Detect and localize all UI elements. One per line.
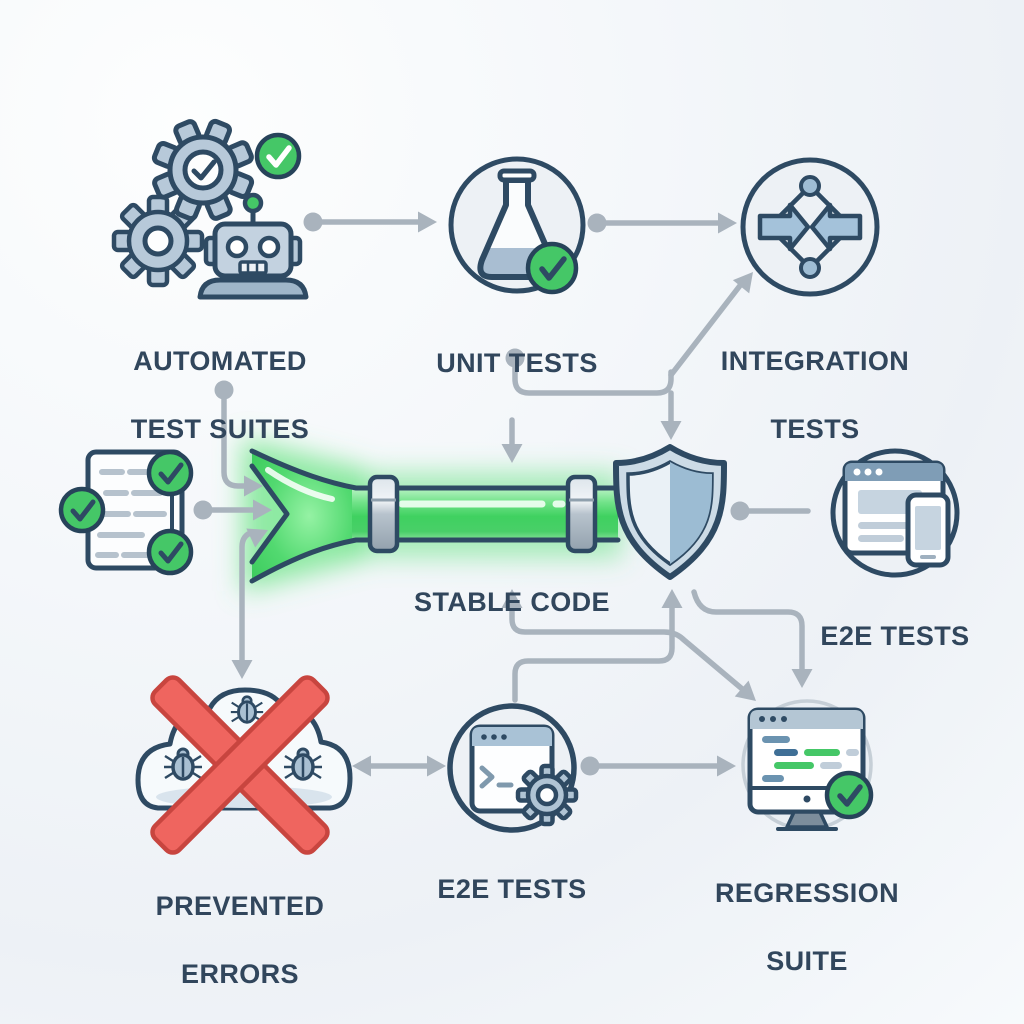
unit-tests-label: UNIT TESTS	[436, 348, 598, 378]
regression-suite-label: REGRESSION SUITE	[714, 878, 900, 976]
gear-icon	[515, 763, 579, 827]
bug-icon	[284, 747, 322, 781]
green-pipe-funnel-icon	[249, 448, 621, 584]
flask-check-icon	[448, 156, 586, 295]
merge-arrows-diamond-icon	[740, 157, 880, 297]
automated-label-line1: AUTOMATED	[133, 346, 307, 376]
gears-robot-check-icon	[111, 118, 309, 300]
e2e-tests-bottom-label: E2E TESTS	[437, 874, 587, 904]
bug-cloud-crossed-icon	[135, 675, 353, 855]
automated-test-suites-label: AUTOMATED TEST SUITES	[90, 310, 350, 480]
connector-arrowheads	[231, 211, 813, 777]
check-badge-icon	[146, 528, 194, 576]
check-badge-icon	[146, 449, 194, 497]
browser-mobile-icon	[830, 448, 960, 578]
document-checklist-icon	[58, 449, 194, 576]
pipe-clamp	[367, 474, 400, 554]
check-badge-icon	[525, 241, 579, 295]
red-x-icon	[150, 675, 330, 855]
connector-dots	[193, 212, 750, 776]
check-badge-icon	[824, 770, 874, 820]
gear-check-icon	[151, 118, 255, 222]
stable-code-label: STABLE CODE	[414, 587, 610, 617]
gear-icon	[111, 194, 205, 288]
integration-tests-label: INTEGRATION TESTS	[720, 346, 910, 444]
prevented-errors-label: PREVENTED ERRORS	[155, 891, 325, 989]
bug-icon	[230, 695, 264, 724]
automated-label-line2: TEST SUITES	[130, 414, 310, 444]
e2e-tests-right-label: E2E TESTS	[820, 621, 970, 651]
terminal-gear-icon	[447, 703, 579, 833]
check-badge-icon	[58, 486, 106, 534]
check-badge-icon	[254, 132, 302, 180]
bug-icon	[164, 747, 202, 781]
shield-icon	[613, 444, 727, 580]
pipe-clamp	[565, 474, 598, 554]
robot-icon	[197, 192, 309, 300]
monitor-code-check-icon	[741, 699, 874, 831]
